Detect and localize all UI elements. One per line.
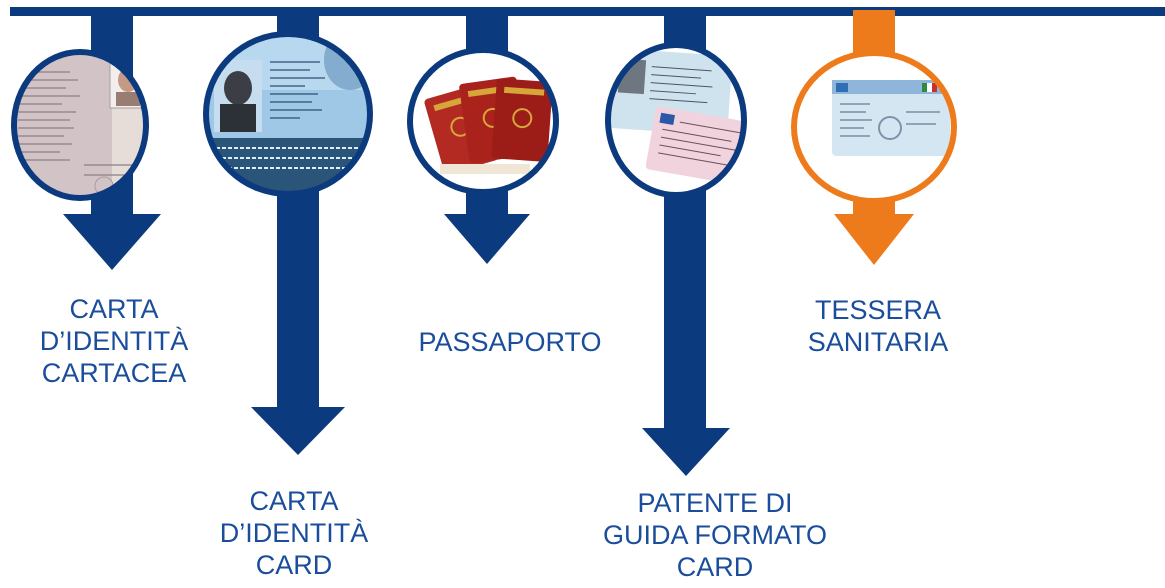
label-line: PASSAPORTO — [418, 327, 602, 357]
electronic-id-card-photo — [206, 34, 370, 194]
label-passaporto: PASSAPORTO — [400, 326, 620, 358]
label-carta-identita-cartacea: CARTA D’IDENTITÀ CARTACEA — [16, 293, 212, 389]
arrow-head-patente — [642, 428, 730, 476]
label-tessera-sanitaria: TESSERA SANITARIA — [788, 294, 968, 358]
health-card-photo — [832, 80, 950, 156]
label-line: CARD — [255, 550, 333, 580]
label-line: GUIDA FORMATO — [602, 520, 827, 550]
arrow-head-carta-card — [251, 407, 345, 455]
label-line: D’IDENTITÀ — [39, 326, 189, 356]
label-carta-identita-card: CARTA D’IDENTITÀ CARD — [196, 485, 392, 581]
paper-id-card-photo — [14, 52, 146, 198]
label-line: TESSERA — [814, 295, 942, 325]
label-patente-guida: PATENTE DI GUIDA FORMATO CARD — [590, 487, 840, 583]
label-line: D’IDENTITÀ — [219, 518, 369, 548]
arrow-head-tessera — [834, 214, 914, 265]
label-line: CARTA — [249, 486, 339, 516]
arrow-head-passaporto — [444, 214, 530, 264]
paper-id-card-frame — [11, 49, 149, 201]
label-line: CARTA — [69, 294, 159, 324]
driving-licence-frame — [605, 42, 747, 198]
label-line: PATENTE DI — [637, 488, 793, 518]
label-line: CARTACEA — [41, 358, 187, 388]
arrow-head-carta-cartacea — [63, 214, 161, 270]
label-line: SANITARIA — [807, 327, 949, 357]
electronic-id-card-frame — [203, 31, 373, 197]
timeline-bar — [10, 7, 1165, 16]
passport-photo — [424, 76, 553, 174]
label-line: CARD — [676, 552, 754, 582]
passport-frame — [407, 47, 559, 195]
health-card-frame — [791, 50, 957, 204]
